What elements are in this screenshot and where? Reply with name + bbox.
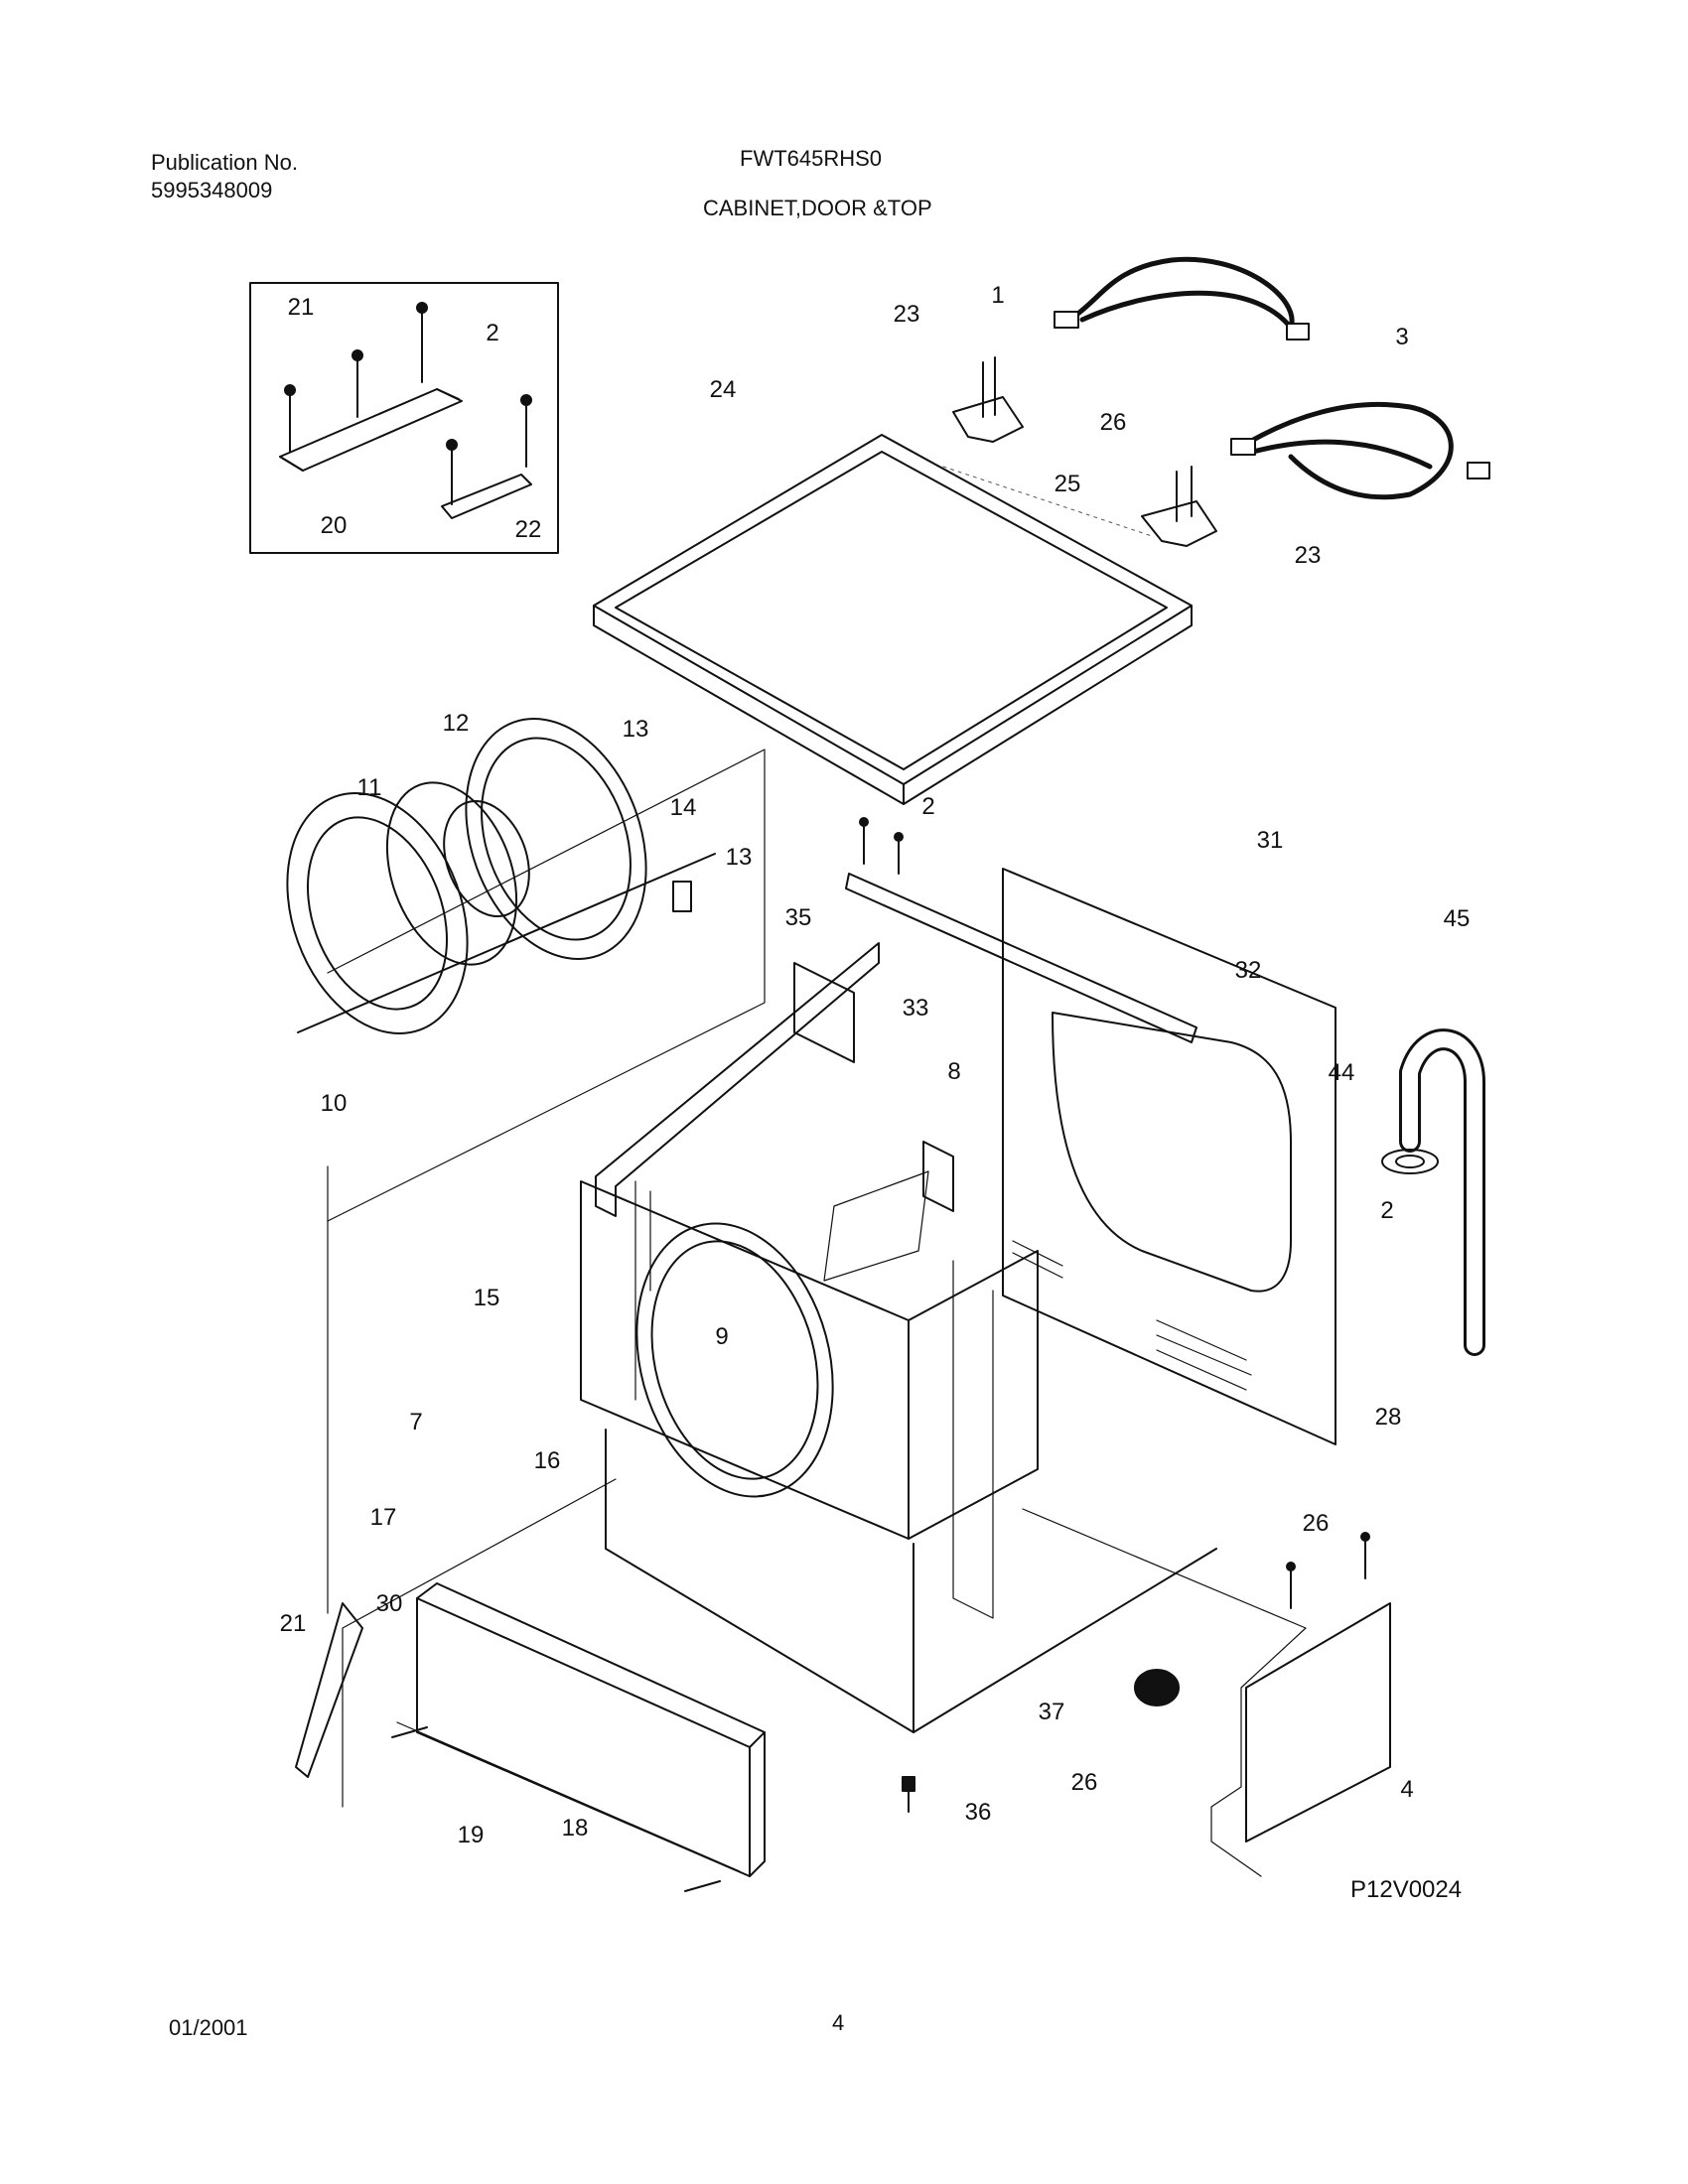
- footer-date: 01/2001: [169, 2015, 248, 2040]
- callout-15: 15: [473, 1285, 500, 1311]
- callout-8: 8: [947, 1058, 961, 1085]
- callout-21: 21: [279, 1610, 307, 1637]
- callout-32: 32: [1234, 957, 1262, 984]
- callout-12: 12: [442, 710, 470, 737]
- callout-19: 19: [457, 1822, 485, 1848]
- side-bracket: [295, 1165, 617, 1808]
- toe-panel: [396, 1582, 766, 1877]
- model-number: FWT645RHS0: [740, 146, 883, 171]
- callout-7: 7: [409, 1409, 423, 1435]
- callout-33: 33: [902, 995, 929, 1022]
- callout-26: 26: [1302, 1510, 1330, 1537]
- section-title: CABINET,DOOR &TOP: [703, 196, 932, 220]
- inlet-hoses: [1054, 256, 1490, 500]
- callout-2: 2: [486, 320, 499, 346]
- callout-24: 24: [709, 376, 737, 403]
- callout-20: 20: [320, 512, 348, 539]
- callout-36: 36: [964, 1799, 992, 1826]
- callout-13: 13: [725, 844, 753, 871]
- cabinet-body: [580, 942, 1217, 1733]
- callout-23: 23: [1294, 542, 1322, 569]
- callout-35: 35: [784, 904, 812, 931]
- publication-label: Publication No.: [151, 150, 298, 175]
- callout-16: 16: [533, 1447, 561, 1474]
- top-panel: [593, 434, 1193, 805]
- callout-13: 13: [622, 716, 649, 743]
- callout-2: 2: [1380, 1197, 1394, 1224]
- callout-31: 31: [1256, 827, 1284, 854]
- callout-9: 9: [715, 1323, 729, 1350]
- callout-18: 18: [561, 1815, 589, 1842]
- callout-28: 28: [1374, 1404, 1402, 1431]
- rear-panel: [1002, 868, 1336, 1445]
- callout-2: 2: [921, 793, 935, 820]
- callout-26: 26: [1070, 1769, 1098, 1796]
- callout-10: 10: [320, 1090, 348, 1117]
- door-assembly: [286, 717, 766, 1222]
- callout-44: 44: [1328, 1059, 1355, 1086]
- page-number: 4: [832, 2010, 845, 2035]
- service-cover: [1022, 1508, 1391, 1877]
- callout-26: 26: [1099, 409, 1127, 436]
- screws: [391, 817, 1370, 1892]
- callout-21: 21: [287, 294, 315, 321]
- callout-14: 14: [669, 794, 697, 821]
- callout-23: 23: [893, 301, 920, 328]
- callout-3: 3: [1395, 324, 1409, 350]
- publication-number: 5995348009: [151, 178, 273, 203]
- callout-37: 37: [1038, 1699, 1065, 1725]
- diagram-code: P12V0024: [1350, 1876, 1463, 1903]
- callout-11: 11: [356, 774, 382, 801]
- callout-4: 4: [1400, 1776, 1414, 1803]
- callout-45: 45: [1443, 905, 1471, 932]
- callout-17: 17: [369, 1504, 397, 1531]
- top-rail: [793, 873, 1197, 1282]
- top-hinge-brackets: [942, 356, 1217, 547]
- callout-22: 22: [514, 516, 542, 543]
- callout-1: 1: [991, 282, 1005, 309]
- inset-bracket-box: [249, 282, 559, 554]
- drain-hose: [1381, 1028, 1485, 1356]
- callout-30: 30: [375, 1590, 403, 1617]
- callout-25: 25: [1054, 471, 1081, 497]
- pump-part: [1134, 1669, 1180, 1706]
